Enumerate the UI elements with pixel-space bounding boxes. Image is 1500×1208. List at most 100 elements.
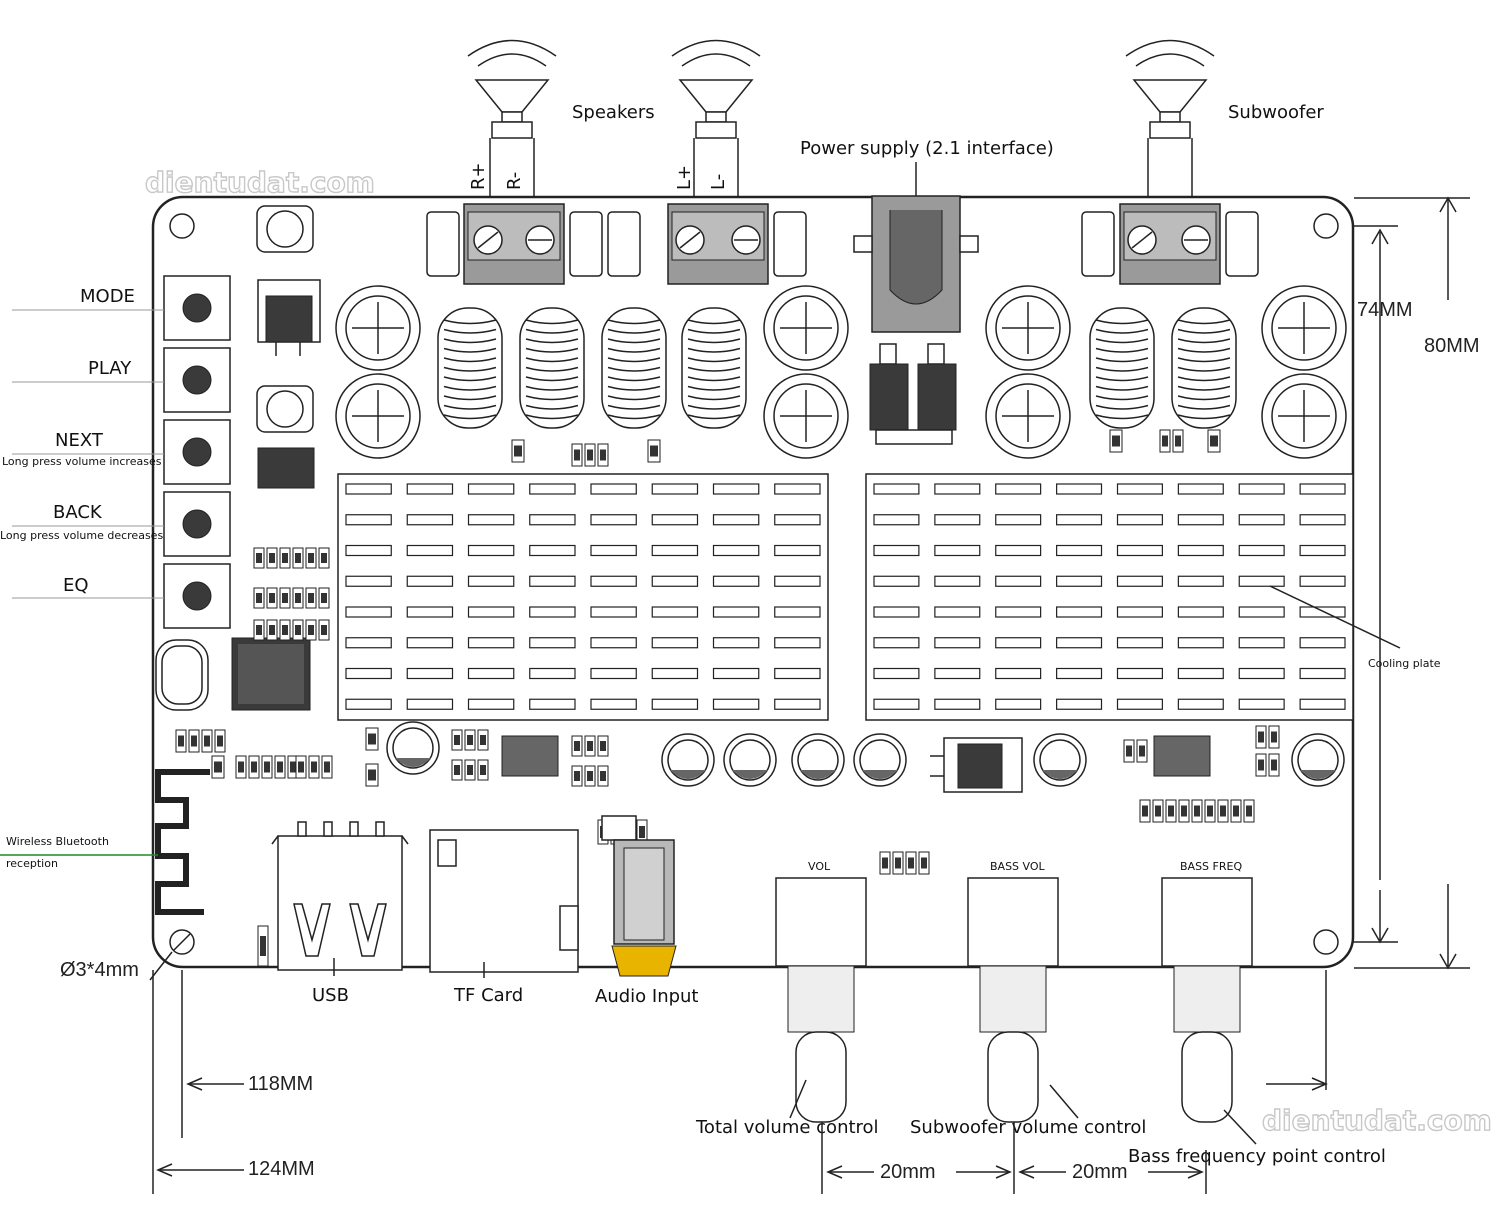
heatsink-slot [995,544,1042,557]
mosfets [869,343,957,445]
bluetooth-label-2: reception [6,857,58,870]
heatsink-slot [651,698,699,710]
speaker-icon [671,39,761,197]
smd-resistor [308,755,320,779]
smd-resistor [1230,799,1242,823]
pot-vol-label: VOL [808,860,831,873]
smd-resistor [892,851,904,875]
bass-frequency-label: Bass frequency point control [1128,1146,1386,1167]
next-label: NEXT [55,430,104,451]
heatsink-slot [590,483,637,495]
smd-resistor [305,587,317,609]
heatsink-slot [1177,667,1224,680]
heatsink-left [337,473,829,721]
subwoofer-icon [1125,39,1215,197]
heatsink-slot [774,575,821,587]
tact-buttons [163,275,231,629]
subwoofer-label: Subwoofer [1228,102,1324,123]
heatsink-slot [467,483,515,495]
heatsink-slot [712,483,760,495]
smd-resistor [1109,429,1123,453]
heatsink-slot [712,637,760,649]
heatsink-slot [934,637,981,649]
smd-resistor [1191,799,1203,823]
heatsink-slot [345,544,392,557]
heatsink-slot [712,667,760,680]
heatsink-slot [651,667,699,680]
smd-resistor [1207,429,1221,453]
heatsink-slot [774,637,821,649]
heatsink-slot [1238,637,1285,649]
volume-pot: VOL [775,860,867,1123]
capacitor [723,733,777,787]
mounting-hole [1313,213,1339,239]
heatsink-slot [406,544,454,557]
inductor [519,307,585,429]
heatsink-slot [1177,544,1224,557]
smd-resistor [571,443,583,467]
potentiometers: VOL BASS VOL BASS FREQ [775,860,1253,1123]
passive-pads-top [426,211,1259,277]
terminal-sub [1119,203,1221,285]
bottom-ics [501,735,1211,793]
speaker-icons: Speakers Subwoofer R+ R- L+ L- [467,39,1324,197]
heatsink-slot [467,544,515,557]
watermark: dientudat.com [1262,1104,1492,1137]
usb-label: USB [312,985,349,1006]
heatsink-slot [1177,606,1224,618]
terminal-r [463,203,565,285]
button-labels: MODE PLAY NEXT Long press volume increas… [0,286,164,599]
smd-resistor [295,755,307,779]
smd-resistor [451,729,463,751]
eq-button [163,563,231,629]
tf-card-slot [429,829,579,973]
heatsink-slot [1116,698,1163,710]
heatsink-slot [1238,575,1285,587]
tf-card-label: TF Card [453,985,523,1006]
heatsink-slot [406,514,454,526]
heatsink-slot [873,667,920,680]
heatsink-slot [1056,544,1103,557]
heatsink-slot [651,575,699,587]
heatsink-slot [529,667,576,680]
audio-input-jack [601,815,677,977]
heatsink-slot [1238,544,1285,557]
dimension-lines: 74MM 80MM 118MM 124MM 20mm 20mm Ø3*4mm [60,196,1480,1194]
heatsink-slot [1116,637,1163,649]
heatsink-slot [712,698,760,710]
smd-resistor [318,587,330,609]
smd-resistor [248,755,260,779]
heatsink-slot [345,606,392,618]
power-supply-label: Power supply (2.1 interface) [800,138,1054,159]
capacitor [985,285,1071,371]
heatsink-slot [590,544,637,557]
heatsink-right [865,473,1354,721]
smd-resistor [1204,799,1216,823]
capacitor [386,721,440,775]
heatsink-slot [406,637,454,649]
mounting-hole [169,213,195,239]
heatsink-slot [467,606,515,618]
smd-resistor [1217,799,1229,823]
heatsink-slot [1177,514,1224,526]
heatsink-slot [345,575,392,587]
bluetooth-antenna [155,769,210,915]
heatsink-slot [774,667,821,680]
capacitor [1291,733,1345,787]
smd-resistor [1159,429,1171,453]
smd-resistor [597,735,609,757]
smd-resistor [1172,429,1184,453]
heatsink-slot [1299,698,1346,710]
heatsink-slot [1299,667,1346,680]
smd-resistor [1123,739,1135,763]
small-capacitors [386,721,1345,787]
back-button [163,491,231,557]
heatsink-slot [1238,514,1285,526]
heatsink-slot [1238,667,1285,680]
heatsink-slot [406,698,454,710]
smd-resistor [321,755,333,779]
heatsink-slot [1177,575,1224,587]
smd-resistor [253,587,265,609]
smd-resistor [365,763,379,787]
